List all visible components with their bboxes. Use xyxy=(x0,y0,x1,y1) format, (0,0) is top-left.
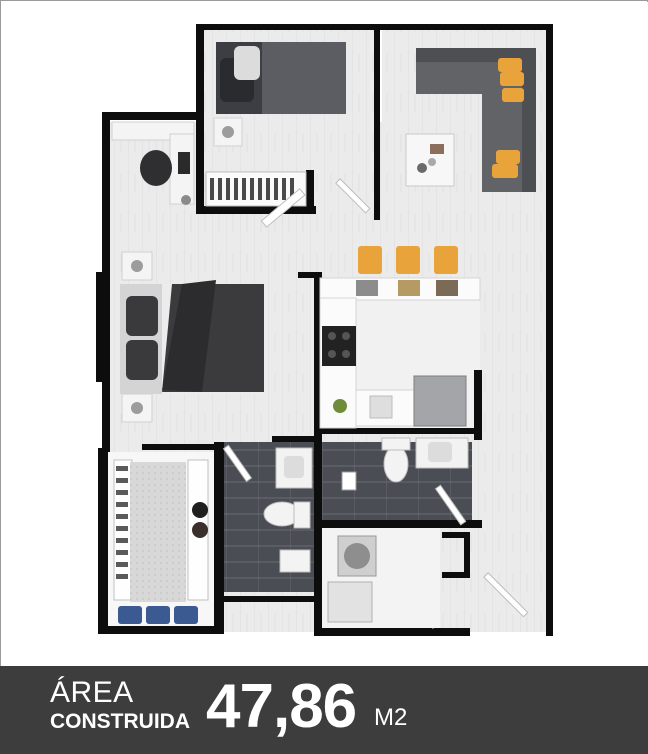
walls xyxy=(96,24,553,636)
construida-label: CONSTRUIDA xyxy=(50,710,190,733)
bar-stools xyxy=(358,246,458,274)
area-unit: M2 xyxy=(374,704,408,731)
floorplan xyxy=(2,2,648,666)
area-value: 47,86 xyxy=(206,672,357,741)
bedroom-1 xyxy=(111,121,264,423)
kitchen xyxy=(319,277,481,429)
bathroom-2 xyxy=(341,437,469,491)
area-label: ÁREA xyxy=(50,676,134,709)
bathroom-1 xyxy=(263,447,313,573)
living-room xyxy=(405,48,536,192)
area-caption-bar: ÁREA CONSTRUIDA 47,86 M2 xyxy=(0,666,648,754)
laundry xyxy=(322,528,440,628)
walk-in-closet xyxy=(108,452,214,626)
